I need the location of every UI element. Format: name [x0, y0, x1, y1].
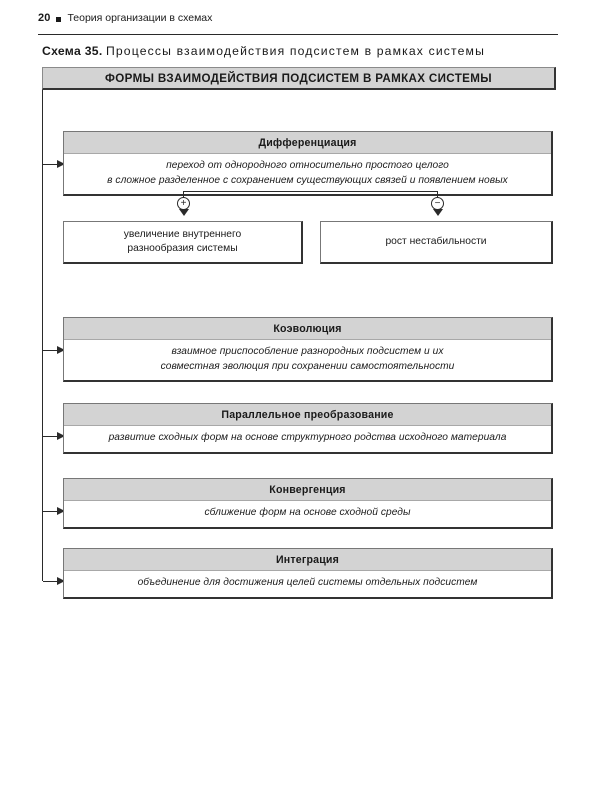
arrow-to-block-convergence — [43, 505, 65, 517]
arrow-to-block-integration — [43, 575, 65, 587]
arrow-to-box-negative — [432, 209, 443, 216]
block-integration-title: Интеграция — [275, 553, 340, 566]
diagram-banner: ФОРМЫ ВЗАИМОДЕЙСТВИЯ ПОДСИСТЕМ В РАМКАХ … — [42, 67, 556, 90]
arrow-to-block-parallel-transformation — [43, 430, 65, 442]
block-convergence: Конвергенция сближение форм на основе сх… — [63, 478, 553, 529]
block-convergence-body: сближение форм на основе сходной среды — [64, 501, 551, 527]
diagram-banner-text: ФОРМЫ ВЗАИМОДЕЙСТВИЯ ПОДСИСТЕМ В РАМКАХ … — [105, 71, 492, 85]
block-integration-body: объединение для достижения целей системы… — [64, 571, 551, 597]
block-parallel-transformation-title: Параллельное преобразование — [221, 408, 394, 421]
box-negative-line-1: рост нестабильности — [385, 235, 487, 247]
box-positive-line-1: увеличение внутреннего — [123, 228, 242, 240]
block-differentiation: Дифференциация переход от однородного от… — [63, 131, 553, 196]
block-parallel-transformation: Параллельное преобразование развитие схо… — [63, 403, 553, 454]
block-differentiation-line-1: переход от однородного относительно прос… — [166, 160, 449, 171]
block-differentiation-header: Дифференциация — [64, 132, 551, 154]
scheme-title-text: Процессы взаимодействия подсистем в рамк… — [105, 44, 485, 58]
box-negative-consequence: рост нестабильности — [320, 221, 553, 264]
branch-stem-negative — [437, 191, 439, 198]
block-convergence-title: Конвергенция — [269, 483, 346, 496]
block-parallel-transformation-body: развитие сходных форм на основе структур… — [64, 426, 551, 452]
block-convergence-header: Конвергенция — [64, 479, 551, 501]
connector-spine — [42, 90, 44, 581]
running-title: Теория организации в схемах — [67, 12, 213, 24]
arrow-to-box-positive — [178, 209, 189, 216]
block-differentiation-body: переход от однородного относительно прос… — [64, 154, 551, 194]
block-integration-header: Интеграция — [64, 549, 551, 571]
box-positive-consequence: увеличение внутреннего разнообразия сист… — [63, 221, 303, 264]
block-integration: Интеграция объединение для достижения це… — [63, 548, 553, 599]
block-differentiation-title: Дифференциация — [258, 136, 357, 149]
box-positive-line-2: разнообразия системы — [127, 243, 238, 254]
scheme-label: Схема 35. — [42, 44, 103, 58]
branch-stem-positive — [183, 191, 185, 198]
scheme-caption: Схема 35. Процессы взаимодействия подсис… — [42, 44, 562, 58]
arrow-to-block-coevolution — [43, 344, 65, 356]
block-coevolution-line-2: совместная эволюция при сохранении самос… — [160, 360, 455, 372]
page-number: 20 — [38, 12, 51, 24]
block-convergence-line-1: сближение форм на основе сходной среды — [204, 507, 411, 518]
block-coevolution-body: взаимное приспособление разнородных подс… — [64, 340, 551, 380]
block-coevolution-header: Коэволюция — [64, 318, 551, 340]
block-parallel-transformation-line-1: развитие сходных форм на основе структур… — [108, 432, 507, 443]
block-coevolution-line-1: взаимное приспособление разнородных подс… — [171, 346, 444, 357]
block-coevolution-title: Коэволюция — [273, 322, 342, 335]
page-running-header: 20 Теория организации в схемах — [38, 12, 558, 35]
square-bullet-icon — [56, 17, 62, 22]
block-parallel-transformation-header: Параллельное преобразование — [64, 404, 551, 426]
branch-horizontal-connector — [183, 191, 438, 193]
arrow-to-block-differentiation — [43, 158, 65, 170]
block-integration-line-1: объединение для достижения целей системы… — [137, 577, 478, 588]
block-coevolution: Коэволюция взаимное приспособление разно… — [63, 317, 553, 382]
block-differentiation-line-2: в сложное разделенное с сохранением суще… — [107, 174, 508, 186]
